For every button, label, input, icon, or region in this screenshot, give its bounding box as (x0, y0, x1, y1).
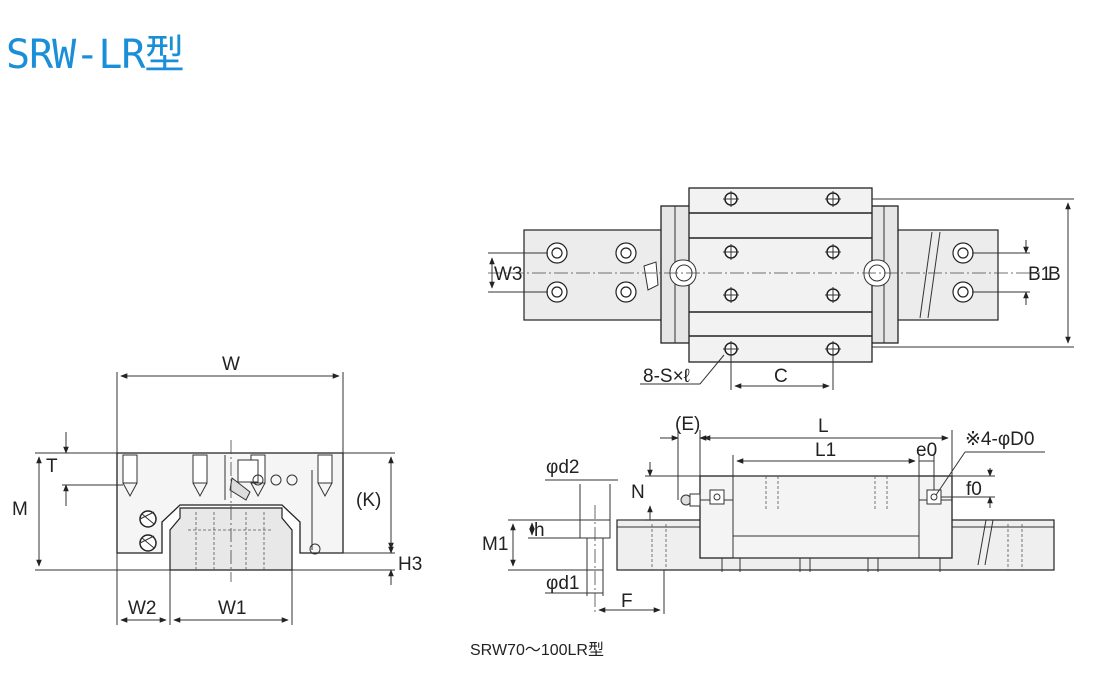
label-W: W (222, 354, 240, 375)
label-W2: W2 (128, 598, 157, 619)
page-title: SRW-LR型 (6, 32, 184, 78)
label-d1: φd1 (546, 573, 579, 594)
label-L1: L1 (815, 440, 836, 461)
label-W1: W1 (218, 598, 247, 619)
top-view (488, 187, 1074, 390)
label-C: C (774, 366, 788, 387)
side-view (508, 430, 1055, 615)
label-H3: H3 (398, 554, 422, 575)
front-view (35, 372, 395, 625)
figure-caption: SRW70～100LR型 (470, 641, 604, 659)
block-holes (723, 191, 841, 357)
label-D0: ※4-φD0 (965, 429, 1034, 450)
rail-holes (546, 242, 974, 303)
label-E: (E) (675, 414, 700, 435)
label-S: 8-S×ℓ (643, 366, 690, 387)
label-M1: M1 (482, 534, 508, 555)
front-block (116, 452, 344, 554)
label-L: L (818, 416, 829, 437)
label-W3: W3 (494, 264, 523, 285)
label-d2: φd2 (546, 457, 579, 478)
label-e0: e0 (916, 440, 937, 461)
label-B1: B1 (1028, 264, 1051, 285)
label-M: M (12, 499, 28, 520)
top-block-body (688, 187, 873, 363)
label-F: F (621, 591, 633, 612)
label-T: T (46, 456, 58, 477)
label-N: N (631, 482, 645, 503)
label-B: B (1048, 264, 1061, 285)
side-block (699, 475, 953, 559)
label-h: h (534, 520, 545, 541)
label-f0: f0 (966, 479, 982, 500)
label-K: (K) (356, 490, 381, 511)
